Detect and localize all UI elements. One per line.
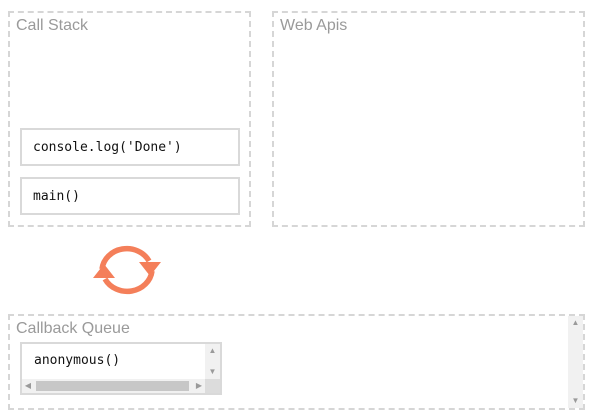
loop-arrowhead-right <box>139 262 161 276</box>
scroll-down-arrow-icon[interactable]: ▼ <box>571 396 580 405</box>
task-list-vertical-scrollbar[interactable]: ▲ ▼ <box>205 344 220 379</box>
callback-queue-vertical-scrollbar[interactable]: ▲ ▼ <box>568 316 583 408</box>
scroll-up-arrow-icon[interactable]: ▲ <box>208 346 217 355</box>
scroll-right-arrow-icon[interactable]: ▶ <box>195 381 203 390</box>
task-list-horizontal-scrollbar[interactable]: ◀ ▶ <box>22 379 205 393</box>
callback-queue-title: Callback Queue <box>16 320 130 337</box>
loop-arc-top <box>99 245 152 270</box>
stack-frame-console-log: console.log('Done') <box>20 128 240 166</box>
web-apis-panel: Web Apis <box>272 11 585 227</box>
callback-queue-panel: Callback Queue anonymous() ▲ ▼ ◀ ▶ ▲ ▼ <box>8 314 585 410</box>
callback-task-list[interactable]: anonymous() ▲ ▼ ◀ ▶ <box>20 342 222 395</box>
scroll-down-arrow-icon[interactable]: ▼ <box>208 367 217 376</box>
stack-frame-main: main() <box>20 177 240 215</box>
refresh-loop-icon <box>93 245 161 295</box>
web-apis-title: Web Apis <box>280 17 348 34</box>
scroll-left-arrow-icon[interactable]: ◀ <box>24 381 32 390</box>
scroll-up-arrow-icon[interactable]: ▲ <box>571 318 580 327</box>
call-stack-title: Call Stack <box>16 17 89 34</box>
callback-task-anonymous: anonymous() <box>34 353 121 368</box>
loop-arc-bottom <box>102 270 155 295</box>
horizontal-scroll-thumb[interactable] <box>36 381 189 391</box>
call-stack-panel: Call Stack console.log('Done') main() <box>8 11 251 227</box>
loop-arrowhead-left <box>93 264 115 278</box>
scrollbar-corner <box>205 379 220 393</box>
